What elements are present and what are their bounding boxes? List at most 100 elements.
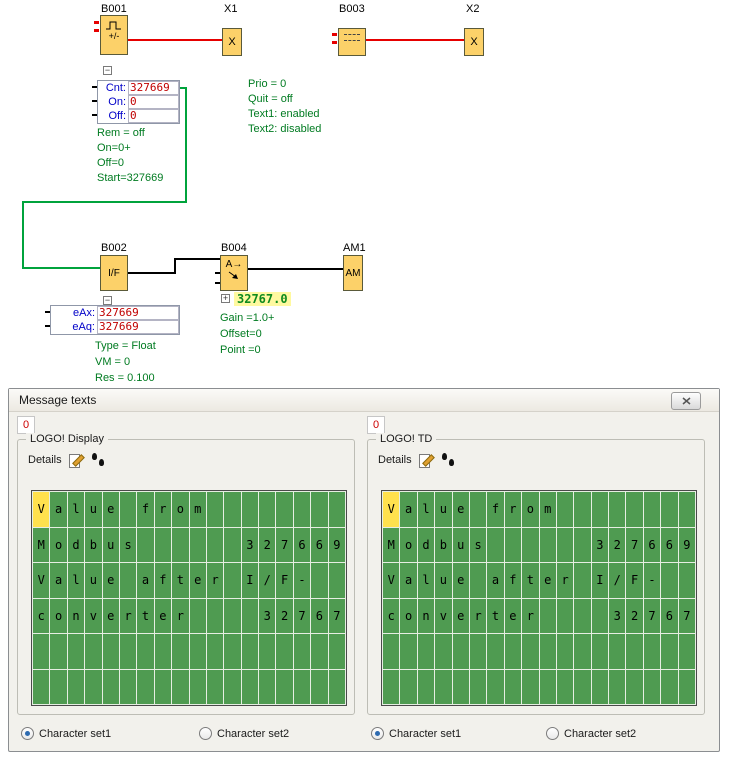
display-cell[interactable] (522, 528, 538, 563)
display-cell[interactable]: 3 (609, 599, 625, 634)
display-cell[interactable] (679, 563, 695, 598)
display-cell[interactable]: o (400, 528, 416, 563)
display-cell[interactable]: 6 (311, 528, 327, 563)
display-cell[interactable] (487, 634, 503, 669)
display-cell[interactable]: s (470, 528, 486, 563)
display-cell[interactable]: l (68, 492, 84, 527)
display-cell[interactable]: o (50, 528, 66, 563)
display-cell[interactable] (679, 492, 695, 527)
display-cell[interactable] (661, 670, 677, 705)
display-cell[interactable] (470, 634, 486, 669)
display-cell[interactable]: 6 (661, 528, 677, 563)
display-cell[interactable] (574, 634, 590, 669)
display-cell[interactable] (311, 634, 327, 669)
display-cell[interactable]: V (383, 492, 399, 527)
display-cell[interactable] (418, 634, 434, 669)
display-cell[interactable] (592, 670, 608, 705)
wire-cnt-reference[interactable] (22, 201, 187, 203)
display-cell[interactable]: o (172, 492, 188, 527)
display-cell[interactable]: e (453, 563, 469, 598)
display-cell[interactable] (592, 634, 608, 669)
collapse-box-b002[interactable]: − (103, 296, 112, 305)
display-cell[interactable]: d (418, 528, 434, 563)
block-updown-counter[interactable]: +/- (100, 15, 128, 55)
display-cell[interactable]: f (137, 492, 153, 527)
character-picker-icon[interactable] (440, 452, 456, 468)
display-cell[interactable] (224, 563, 240, 598)
display-cell[interactable] (155, 528, 171, 563)
display-cell[interactable]: e (453, 492, 469, 527)
block-analog-amplifier[interactable]: A→ (220, 255, 248, 291)
display-cell[interactable] (120, 492, 136, 527)
display-cell[interactable] (574, 670, 590, 705)
display-cell[interactable]: u (435, 563, 451, 598)
display-cell[interactable] (103, 634, 119, 669)
display-cell[interactable] (85, 670, 101, 705)
display-cell[interactable] (242, 492, 258, 527)
display-cell[interactable] (574, 492, 590, 527)
param-value[interactable]: 0 (128, 109, 179, 123)
display-cell[interactable] (224, 528, 240, 563)
display-cell[interactable] (487, 670, 503, 705)
display-cell[interactable]: b (435, 528, 451, 563)
display-cell[interactable]: M (383, 528, 399, 563)
expand-box-b004[interactable]: + (221, 294, 230, 303)
param-value[interactable]: 0 (128, 95, 179, 109)
display-cell[interactable] (207, 634, 223, 669)
display-cell[interactable] (294, 492, 310, 527)
display-cell[interactable] (661, 563, 677, 598)
display-cell[interactable] (276, 492, 292, 527)
wire-b002-b004[interactable] (174, 258, 176, 274)
display-cell[interactable] (190, 634, 206, 669)
display-cell[interactable] (453, 634, 469, 669)
display-cell[interactable] (207, 670, 223, 705)
display-cell[interactable] (644, 634, 660, 669)
display-cell[interactable] (259, 670, 275, 705)
display-cell[interactable] (470, 563, 486, 598)
display-cell[interactable] (470, 492, 486, 527)
display-cell[interactable] (103, 670, 119, 705)
display-cell[interactable]: r (155, 492, 171, 527)
block-analog-marker-am1[interactable]: AM (343, 255, 363, 291)
display-cell[interactable] (33, 670, 49, 705)
display-cell[interactable] (259, 634, 275, 669)
display-cell[interactable] (224, 634, 240, 669)
display-cell[interactable] (242, 670, 258, 705)
display-cell[interactable]: u (85, 492, 101, 527)
display-cell[interactable] (557, 634, 573, 669)
display-cell[interactable]: 3 (259, 599, 275, 634)
display-cell[interactable]: s (120, 528, 136, 563)
wire-b002-b004[interactable] (128, 272, 176, 274)
display-cell[interactable] (311, 492, 327, 527)
edit-message-icon[interactable] (418, 452, 434, 468)
display-cell[interactable] (557, 670, 573, 705)
display-cell[interactable]: l (418, 563, 434, 598)
display-cell[interactable]: r (557, 563, 573, 598)
display-cell[interactable] (522, 634, 538, 669)
display-cell[interactable] (207, 599, 223, 634)
display-cell[interactable] (329, 634, 345, 669)
display-cell[interactable]: 3 (592, 528, 608, 563)
display-cell[interactable]: e (453, 599, 469, 634)
display-cell[interactable] (68, 634, 84, 669)
display-cell[interactable]: f (155, 563, 171, 598)
display-cell[interactable]: V (383, 563, 399, 598)
param-value[interactable]: 327669 (97, 306, 179, 320)
display-cell[interactable]: 6 (644, 528, 660, 563)
display-cell[interactable] (137, 634, 153, 669)
display-cell[interactable]: o (50, 599, 66, 634)
display-cell[interactable]: c (383, 599, 399, 634)
display-cell[interactable] (626, 634, 642, 669)
display-cell[interactable] (574, 599, 590, 634)
display-cell[interactable] (120, 634, 136, 669)
display-cell[interactable]: u (453, 528, 469, 563)
display-cell[interactable]: e (540, 563, 556, 598)
display-cell[interactable] (294, 670, 310, 705)
display-cell[interactable]: a (137, 563, 153, 598)
display-cell[interactable]: 7 (626, 528, 642, 563)
block-connector-x1[interactable]: X (222, 28, 242, 56)
display-cell[interactable]: M (33, 528, 49, 563)
display-cell[interactable]: e (103, 492, 119, 527)
display-cell[interactable]: 7 (644, 599, 660, 634)
display-cell[interactable]: e (103, 599, 119, 634)
